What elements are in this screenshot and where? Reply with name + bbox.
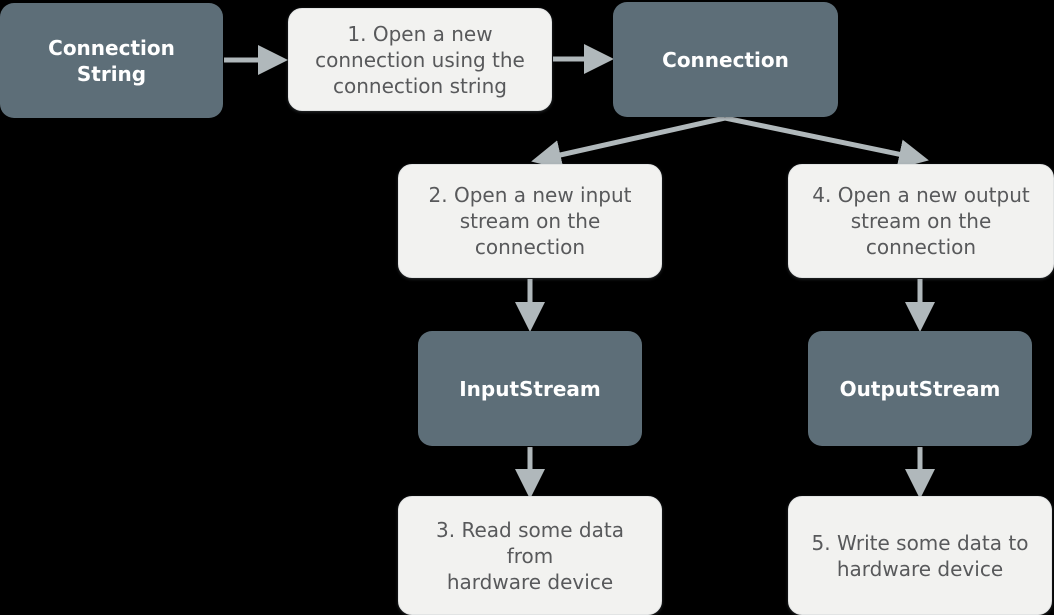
- node-connection-string[interactable]: Connection String: [0, 3, 223, 118]
- node-step-1-label: 1. Open a new connection using the conne…: [315, 21, 525, 98]
- node-output-stream-label: OutputStream: [839, 376, 1001, 401]
- arrow-connection-to-step-4: [724, 115, 929, 169]
- node-connection-string-label: Connection String: [48, 35, 175, 86]
- node-step-5-label: 5. Write some data to hardware device: [811, 530, 1029, 581]
- node-step-3[interactable]: 3. Read some data from hardware device: [398, 496, 662, 615]
- node-step-4[interactable]: 4. Open a new output stream on the conne…: [788, 164, 1054, 278]
- node-input-stream[interactable]: InputStream: [418, 331, 642, 446]
- node-step-2[interactable]: 2. Open a new input stream on the connec…: [398, 164, 662, 278]
- node-connection-label: Connection: [662, 47, 789, 72]
- node-output-stream[interactable]: OutputStream: [808, 331, 1032, 446]
- arrow-connection-to-step-2: [531, 115, 726, 170]
- node-input-stream-label: InputStream: [459, 376, 601, 401]
- node-step-5[interactable]: 5. Write some data to hardware device: [788, 496, 1052, 615]
- node-connection[interactable]: Connection: [613, 2, 838, 117]
- node-step-1[interactable]: 1. Open a new connection using the conne…: [288, 8, 552, 111]
- node-step-3-label: 3. Read some data from hardware device: [436, 517, 624, 594]
- node-step-4-label: 4. Open a new output stream on the conne…: [812, 183, 1030, 259]
- node-step-2-label: 2. Open a new input stream on the connec…: [428, 183, 632, 259]
